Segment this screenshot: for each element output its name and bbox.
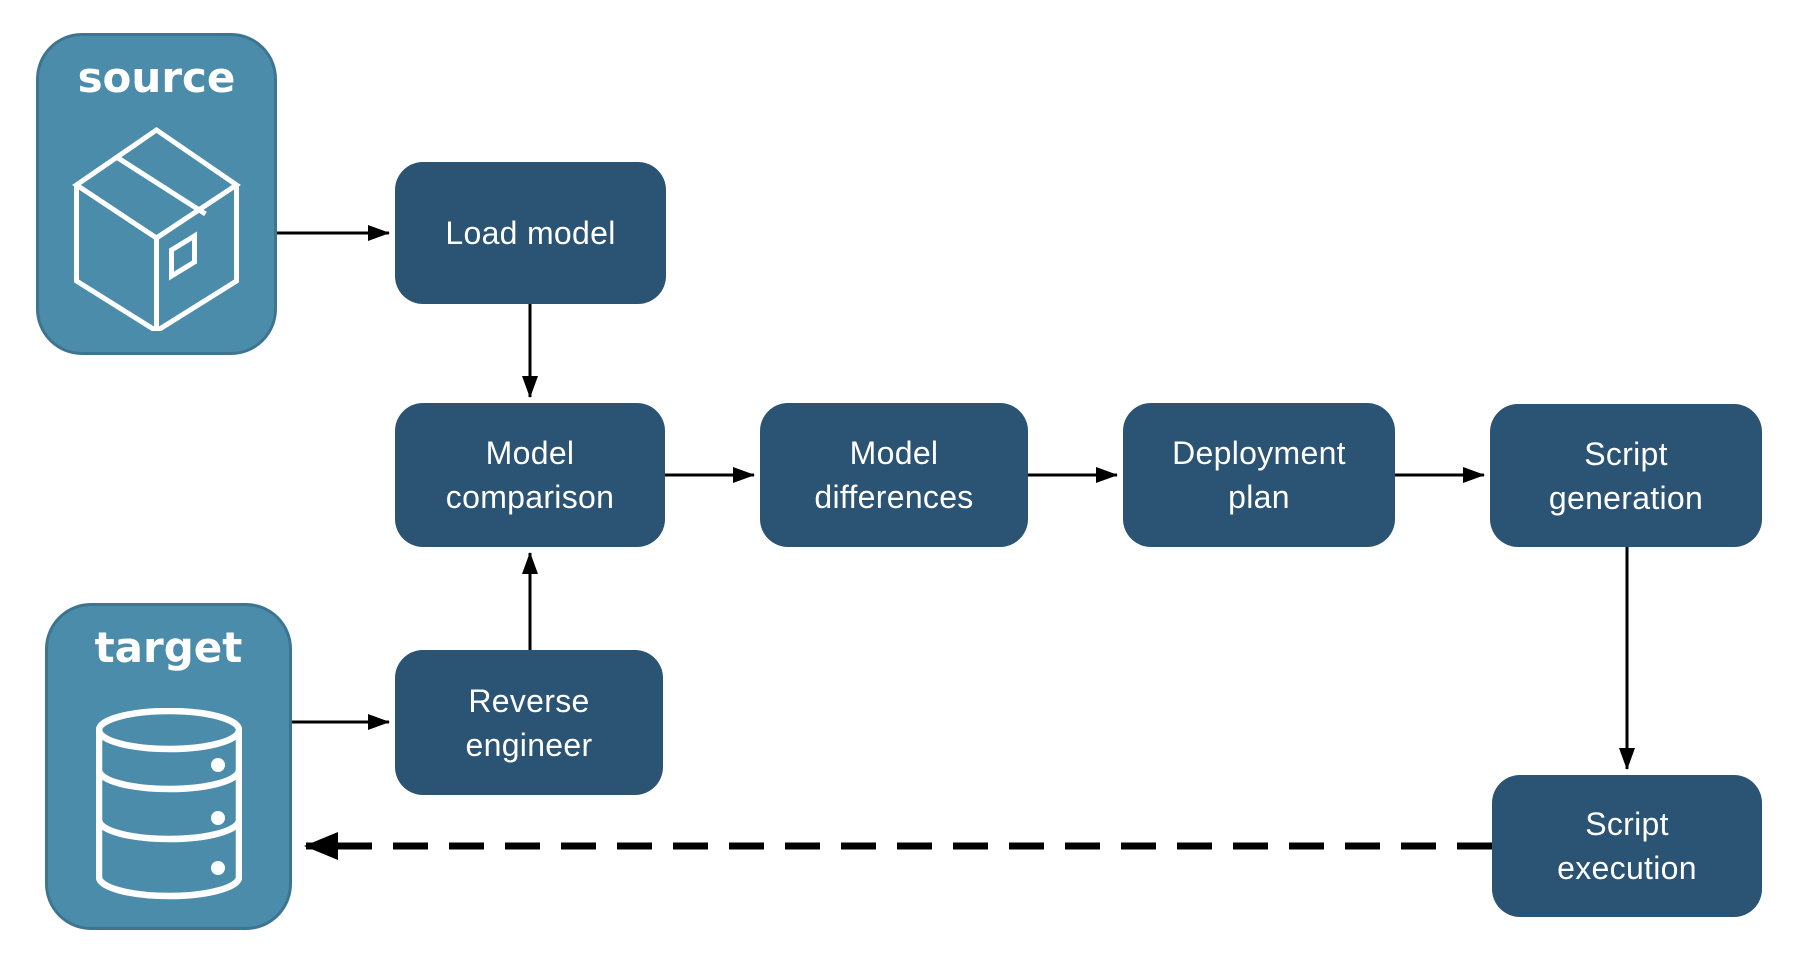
step-model-comparison: Model comparison — [395, 403, 665, 547]
step-label: Load model — [445, 215, 616, 251]
step-model-differences: Model differences — [760, 403, 1028, 547]
step-script-execution: Script execution — [1492, 775, 1762, 917]
step-label: plan — [1228, 479, 1290, 515]
step-label: Model — [485, 435, 575, 471]
step-label: generation — [1548, 479, 1704, 516]
step-script-generation: Script generation — [1490, 404, 1762, 547]
source-label: source — [77, 53, 236, 102]
step-label: Script — [1584, 435, 1668, 472]
step-load-model: Load model — [395, 162, 666, 304]
package-icon — [71, 126, 241, 331]
step-label: Deployment — [1172, 435, 1346, 471]
step-reverse-engineer: Reverse engineer — [395, 650, 663, 795]
source-endpoint: source — [36, 33, 277, 355]
step-label: Model — [849, 435, 939, 471]
target-endpoint: target — [45, 603, 292, 930]
step-label: differences — [814, 479, 974, 515]
step-deployment-plan: Deployment plan — [1123, 403, 1395, 547]
step-label: Reverse — [468, 682, 590, 719]
step-label: Script — [1585, 806, 1669, 842]
target-label: target — [94, 623, 243, 672]
step-label: execution — [1557, 850, 1697, 886]
database-icon — [95, 708, 242, 900]
step-label: comparison — [445, 479, 615, 515]
step-label: engineer — [465, 726, 593, 763]
